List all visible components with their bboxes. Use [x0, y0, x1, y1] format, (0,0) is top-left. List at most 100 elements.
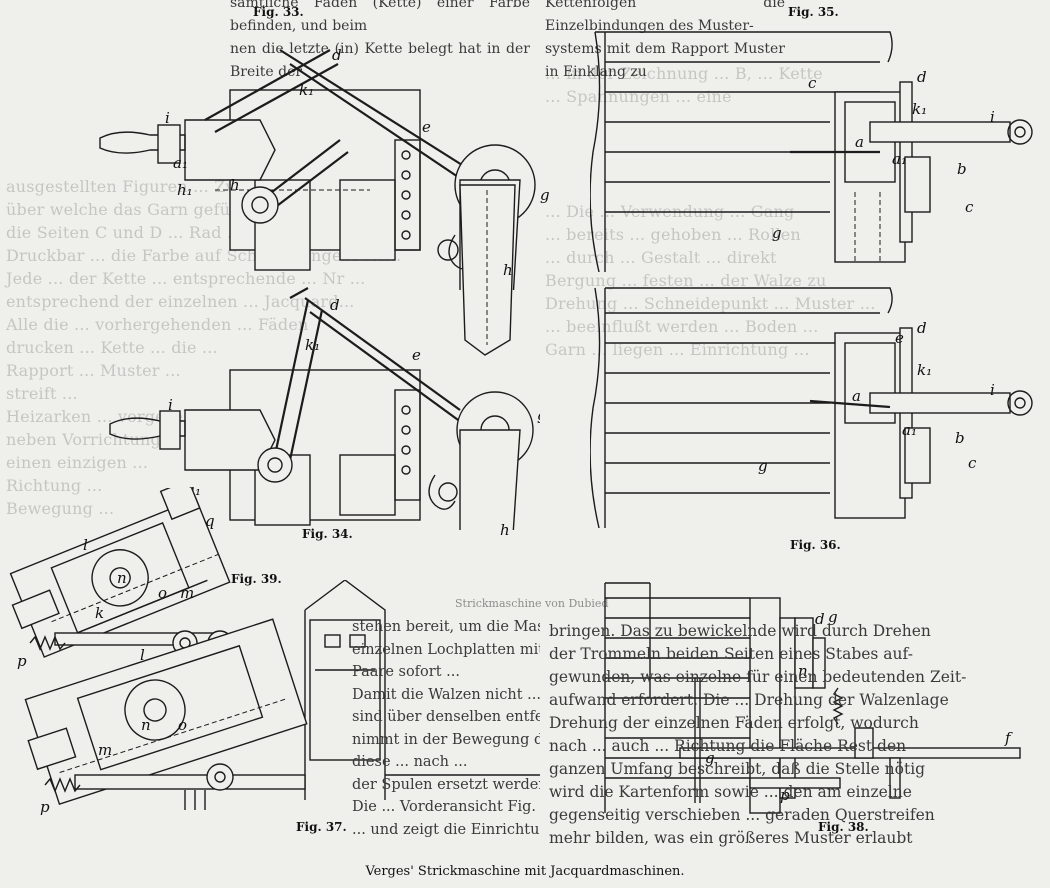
ghost-line: ... bereits ... gehoben ... Rollen — [545, 225, 801, 244]
svg-text:g: g — [828, 608, 838, 626]
text-line: Kettenfolgen die Einzelbindungen des Mus… — [545, 0, 785, 34]
ghost-line: Bergung ... festen ... der Walze zu — [545, 271, 827, 290]
text-line: sind über denselben entfernt ... — [352, 709, 540, 725]
figure-37-drawing: l n o m p — [24, 580, 540, 816]
ghost-line: drucken ... Kette ... die ... — [6, 338, 218, 357]
text-line: mehr bilden, was ein größeres Muster erl… — [549, 829, 913, 847]
svg-text:g: g — [758, 457, 768, 475]
figure-34-lower-stroke: h — [500, 521, 510, 539]
svg-text:h: h — [500, 521, 510, 539]
svg-text:i: i — [990, 108, 995, 126]
svg-text:i: i — [990, 381, 995, 399]
svg-text:n: n — [141, 716, 151, 734]
middle-paragraph: stehen bereit, um die Maschen zu fassen,… — [352, 616, 540, 841]
svg-text:a₁: a₁ — [173, 154, 188, 172]
svg-text:g: g — [540, 186, 550, 204]
svg-text:g: g — [772, 224, 782, 242]
svg-text:h₁: h₁ — [177, 181, 193, 199]
svg-text:k: k — [95, 604, 104, 622]
bleed-through-text-right: ... in der Zeichnung ... B, ... Kette ..… — [545, 62, 1045, 361]
svg-text:a: a — [852, 387, 861, 405]
ghost-line: Alle die ... vorhergehenden ... Fäden — [6, 315, 309, 334]
page-caption: Verges' Strickmaschine mit Jacquardmasch… — [365, 864, 685, 879]
svg-text:b: b — [957, 160, 967, 178]
svg-text:h: h — [503, 261, 513, 279]
ghost-line: Jede ... der Kette ... entsprechende ...… — [6, 269, 366, 288]
svg-text:a₁: a₁ — [892, 150, 907, 168]
svg-text:q: q — [205, 512, 215, 530]
figure-39-drawing: q l n m o k p — [9, 488, 233, 670]
text-line: ... und zeigt die Einrichtung, welche — [352, 821, 540, 838]
svg-text:b: b — [955, 429, 965, 447]
text-line: bringen. Das zu bewickelnde wird durch D… — [549, 622, 931, 640]
svg-text:g: g — [705, 749, 715, 767]
text-line: nimmt in der Bewegung den ... — [352, 731, 540, 748]
svg-text:d: d — [917, 68, 927, 86]
figure-label-37: Fig. 37. — [296, 820, 347, 834]
text-line: wird die Kartenform sowie ... den am ein… — [549, 783, 912, 801]
svg-text:c: c — [968, 454, 977, 472]
figure-label-38: Fig. 38. — [818, 820, 869, 834]
svg-text:k₁: k₁ — [299, 81, 314, 99]
svg-text:p: p — [780, 786, 790, 804]
svg-text:p: p — [40, 798, 50, 816]
svg-text:c: c — [965, 198, 974, 216]
figure-label-39: Fig. 39. — [231, 572, 282, 586]
text-line: Paare sofort ... — [352, 664, 460, 680]
ghost-line: streift ... — [6, 384, 78, 403]
svg-text:l: l — [140, 646, 145, 664]
ghost-line: einen einzigen ... — [6, 453, 149, 472]
figure-label-36: Fig. 36. — [790, 538, 841, 552]
faint-strip-label: Strickmaschine von Dubied — [455, 597, 609, 610]
svg-text:n: n — [117, 569, 127, 587]
svg-text:k₁: k₁ — [305, 336, 320, 354]
svg-text:k₁: k₁ — [917, 361, 932, 379]
ghost-line: Drehung ... Schneidepunkt ... Muster ... — [545, 294, 876, 313]
ghost-line: neben Vorrichtungen ... — [6, 430, 203, 449]
figure-34-drawing: d k₁ i a₁ e g — [109, 287, 540, 530]
ghost-line: Rapport ... Muster ... — [6, 361, 181, 380]
figure-36-drawing: d e k₁ a i a₁ b c g — [590, 287, 1033, 529]
svg-text:i: i — [168, 396, 173, 414]
text-line: nach ... auch ... Richtung die Fläche Re… — [549, 737, 907, 755]
text-line: ganzen Umfang beschreibt, daß die Stelle… — [549, 760, 926, 778]
svg-text:i: i — [165, 109, 170, 127]
text-line: aufwand erfordert. Die ... Drehung der W… — [549, 691, 949, 709]
figure-35-drawing: d c k₁ a i a₁ b c g — [590, 31, 1033, 272]
text-line: gegenseitig verschieben ... geraden Quer… — [549, 806, 935, 824]
svg-text:a: a — [855, 133, 864, 151]
figure-33-lower-stroke: h — [459, 184, 516, 356]
ghost-line: Richtung ... — [6, 476, 103, 495]
svg-text:e: e — [895, 329, 904, 347]
figure-label-34: Fig. 34. — [302, 527, 353, 541]
svg-text:l: l — [83, 536, 88, 554]
svg-text:p: p — [17, 652, 27, 670]
right-column-text: bringen. Das zu bewickelnde wird durch D… — [549, 620, 1044, 850]
svg-text:a₁: a₁ — [902, 421, 917, 439]
text-line: sämtliche Fäden (Kette) einer Farbe befi… — [230, 0, 530, 34]
text-line: stehen bereit, um die Maschen zu fassen,… — [352, 619, 540, 635]
svg-text:m: m — [180, 584, 194, 602]
svg-text:g: g — [537, 406, 540, 424]
svg-text:c: c — [808, 74, 817, 92]
figure-label-33: Fig. 33. — [253, 5, 304, 19]
svg-text:o: o — [178, 716, 187, 734]
ghost-line: ... beeinflußt werden ... Boden ... — [545, 317, 819, 336]
svg-text:e: e — [422, 118, 431, 136]
text-line: Drehung der einzelnen Fäden erfolgt, wod… — [549, 714, 919, 732]
ghost-line: ... in der Zeichnung ... B, ... Kette — [545, 64, 823, 83]
svg-text:d: d — [815, 610, 825, 628]
text-line: Die ... Vorderansicht Fig. 38 — [352, 799, 540, 815]
ghost-line: die Seiten C und D ... Rad ... — [6, 223, 243, 242]
figure-label-35: Fig. 35. — [788, 5, 839, 19]
svg-text:f: f — [1004, 729, 1013, 747]
text-line: diese ... nach ... — [352, 754, 468, 770]
svg-text:h: h — [230, 176, 240, 194]
text-line: Damit die Walzen nicht ... — [352, 686, 540, 703]
text-line: einzelnen Lochplatten mit dem zweiten — [352, 641, 540, 658]
svg-text:d: d — [917, 319, 927, 337]
ghost-line: Garn ... liegen ... Einrichtung ... — [545, 340, 810, 359]
ghost-line: Bewegung ... — [6, 499, 115, 518]
svg-text:k₁: k₁ — [912, 100, 927, 118]
